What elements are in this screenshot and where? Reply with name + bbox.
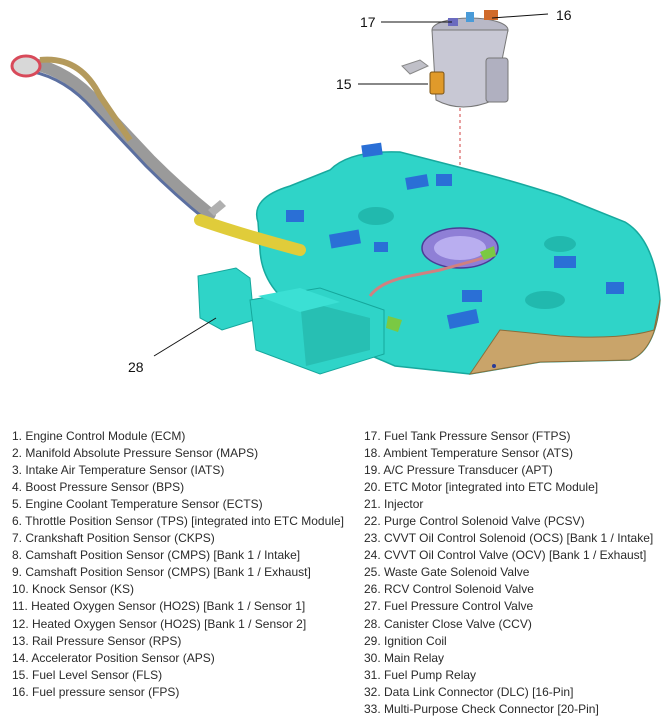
callout-17-label: 17 [360, 14, 376, 30]
legend-item: 3. Intake Air Temperature Sensor (IATS) [12, 463, 225, 478]
legend-item: 20. ETC Motor [integrated into ETC Modul… [364, 480, 599, 495]
callout-16-label: 16 [556, 7, 572, 23]
legend-item: 19. A/C Pressure Transducer (APT) [364, 463, 553, 478]
legend-item: 11. Heated Oxygen Sensor (HO2S) [Bank 1 … [12, 599, 306, 614]
legend-item: 27. Fuel Pressure Control Valve [364, 599, 534, 614]
legend-item: 15. Fuel Level Sensor (FLS) [12, 667, 163, 682]
legend-item: 23. CVVT Oil Control Solenoid (OCS) [Ban… [364, 531, 654, 546]
fuel-system-illustration: 17 16 15 28 [10, 7, 661, 375]
legend-item: 2. Manifold Absolute Pressure Sensor (MA… [12, 446, 259, 461]
legend-column-right: 17. Fuel Tank Pressure Sensor (FTPS) 18.… [364, 428, 662, 718]
callout-16-leader [491, 13, 549, 19]
legend-item: 21. Injector [364, 497, 424, 512]
legend-item: 22. Purge Control Solenoid Valve (PCSV) [364, 514, 585, 529]
legend-item: 28. Canister Close Valve (CCV) [364, 616, 532, 631]
legend-item: 10. Knock Sensor (KS) [12, 582, 135, 597]
legend-item: 4. Boost Pressure Sensor (BPS) [12, 480, 185, 495]
legend-item: 1. Engine Control Module (ECM) [12, 429, 186, 443]
legend-item: 25. Waste Gate Solenoid Valve [364, 565, 530, 580]
legend-item: 30. Main Relay [364, 650, 445, 665]
legend-item: 8. Camshaft Position Sensor (CMPS) [Bank… [12, 548, 301, 563]
legend-column-left: 1. Engine Control Module (ECM) 2. Manifo… [12, 428, 357, 701]
legend-item: 31. Fuel Pump Relay [364, 667, 477, 682]
legend-item: 7. Crankshaft Position Sensor (CKPS) [12, 531, 215, 546]
callout-28-label: 28 [128, 359, 144, 375]
canister-assembly [197, 267, 385, 375]
legend-item: 29. Ignition Coil [364, 633, 447, 648]
legend-item: 6. Throttle Position Sensor (TPS) [integ… [12, 514, 344, 529]
legend-item: 16. Fuel pressure sensor (FPS) [12, 684, 180, 699]
legend-item: 18. Ambient Temperature Sensor (ATS) [364, 446, 573, 461]
component-legend: 1. Engine Control Module (ECM) 2. Manifo… [0, 428, 665, 720]
legend-item: 14. Accelerator Position Sensor (APS) [12, 650, 215, 665]
legend-item: 24. CVVT Oil Control Valve (OCV) [Bank 1… [364, 548, 647, 563]
callout-28-leader [153, 317, 217, 357]
legend-item: 26. RCV Control Solenoid Valve [364, 582, 534, 597]
legend-item: 33. Multi-Purpose Check Connector [20-Pi… [364, 701, 599, 716]
legend-item: 32. Data Link Connector (DLC) [16-Pin] [364, 684, 574, 699]
legend-item: 12. Heated Oxygen Sensor (HO2S) [Bank 1 … [12, 616, 307, 631]
callout-15-label: 15 [336, 76, 352, 92]
fuel-pump-module [401, 10, 509, 108]
fuel-filler-pipe [10, 54, 306, 256]
legend-item: 9. Camshaft Position Sensor (CMPS) [Bank… [12, 565, 311, 580]
legend-item: 5. Engine Coolant Temperature Sensor (EC… [12, 497, 263, 512]
legend-item: 13. Rail Pressure Sensor (RPS) [12, 633, 182, 648]
legend-item: 17. Fuel Tank Pressure Sensor (FTPS) [364, 429, 571, 443]
